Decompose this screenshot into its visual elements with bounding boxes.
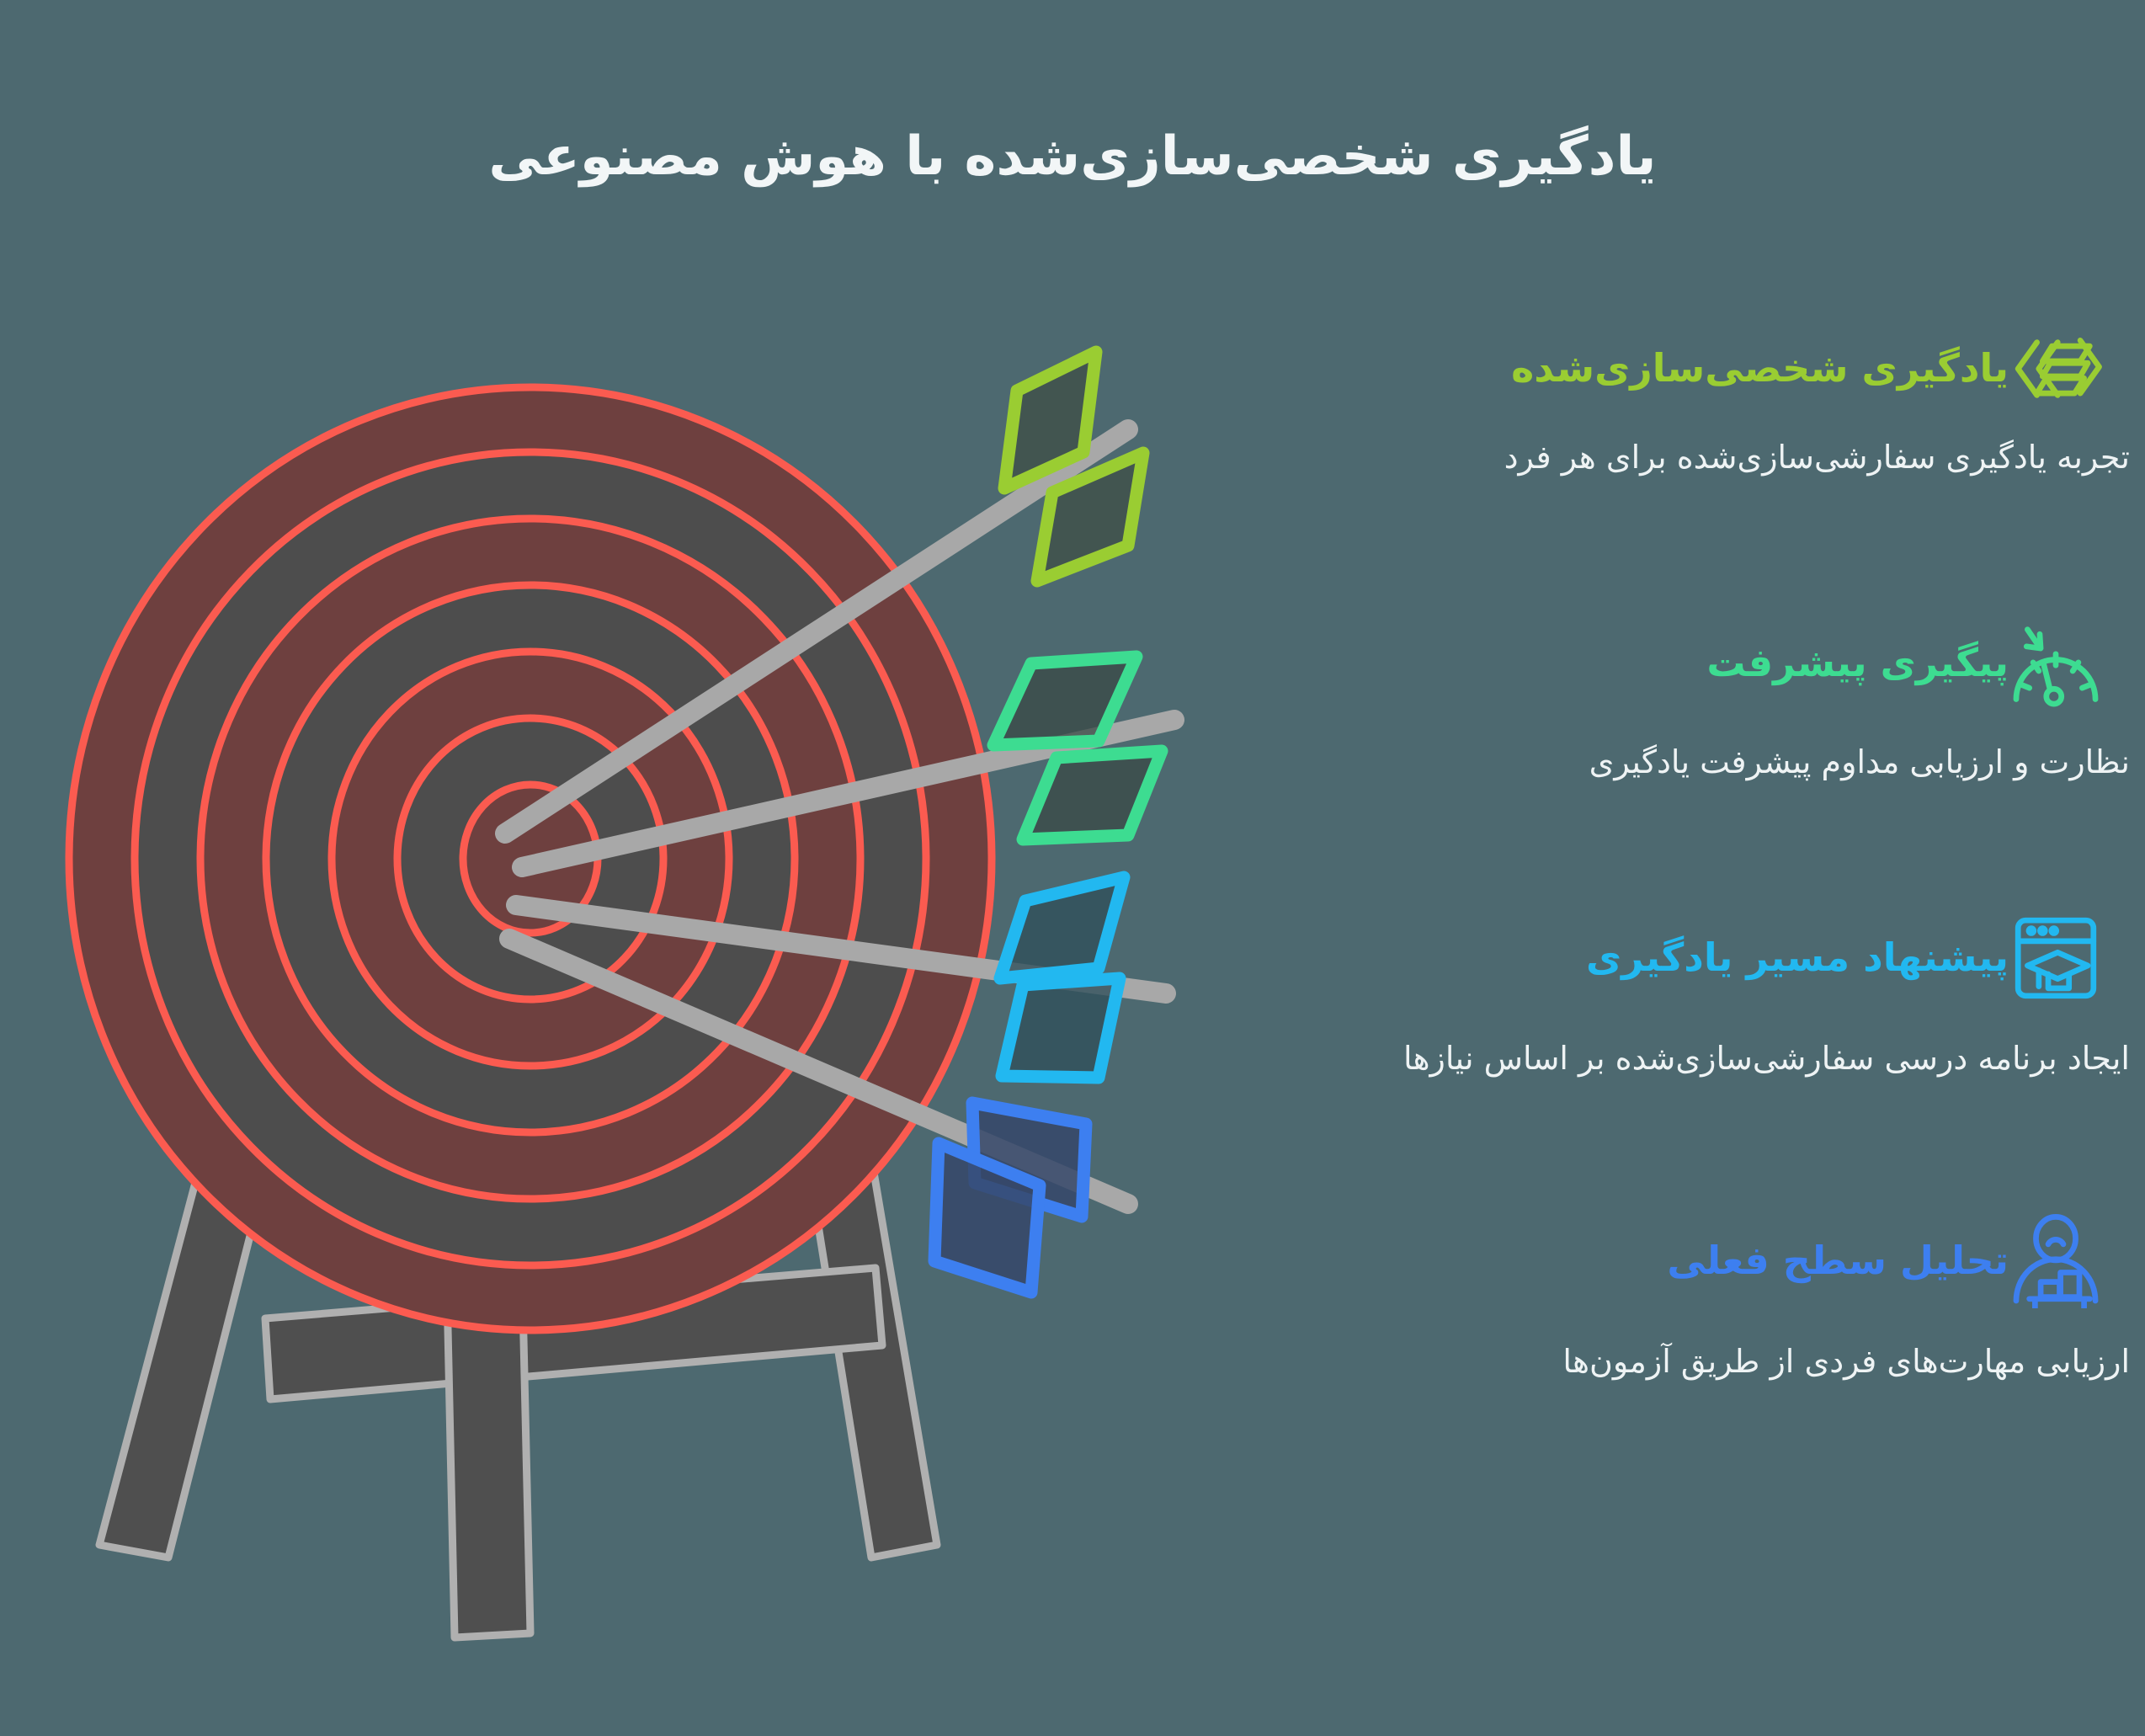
feature-description: نظارت و ارزیابی مداوم پیشرفت یادگیری <box>1589 743 2130 780</box>
arrow-progress-tracking <box>512 650 1184 877</box>
feature-description: ارزیابی مهارت‌های فردی از طریق آزمون‌ها <box>1562 1343 2130 1380</box>
feature-header: پیشنهاد مسیر یادگیری <box>1211 899 2130 1017</box>
browser-graduation-cap-icon <box>2009 911 2103 1005</box>
person-podium-icon <box>2009 1214 2103 1308</box>
feature-header: پیگیری پیشرفت <box>1211 604 2130 722</box>
feature-header: یادگیری شخصی‌سازی‌شده <box>1211 310 2130 428</box>
feature-list: یادگیری شخصی‌سازی‌شده تجربه یادگیری سفار… <box>1238 310 2130 1421</box>
feature-header: تحلیل سطح فعلی <box>1211 1202 2130 1320</box>
arrow-personalized-learning <box>495 345 1150 844</box>
archery-target-illustration <box>34 320 1229 1684</box>
feature-title: تحلیل سطح فعلی <box>1667 1238 2009 1284</box>
arrow-learning-path <box>506 871 1176 1084</box>
speedometer-icon <box>2009 616 2103 711</box>
feature-title: یادگیری شخصی‌سازی‌شده <box>1511 345 2009 391</box>
feature-title: پیشنهاد مسیر یادگیری <box>1585 935 2009 981</box>
layers-chevron-icon <box>2009 322 2103 416</box>
feature-title: پیگیری پیشرفت <box>1706 640 2009 686</box>
arrow-level-analysis <box>499 929 1138 1299</box>
feature-item-level-analysis[interactable]: تحلیل سطح فعلی ارزیابی مهارت‌های فردی از… <box>1238 1202 2130 1455</box>
feature-item-personalized-learning[interactable]: یادگیری شخصی‌سازی‌شده تجربه یادگیری سفار… <box>1238 310 2130 562</box>
feature-description: ایجاد برنامه درسی سفارشی‌سازی‌شده بر اسا… <box>1402 1040 2130 1077</box>
page-title: یادگیری شخصی‌سازی‌شده با هوش مصنوعی <box>488 125 1657 188</box>
feature-description: تجربه یادگیری سفارشی‌سازی‌شده برای هر فر… <box>1504 439 2130 476</box>
feature-item-learning-path[interactable]: پیشنهاد مسیر یادگیری ایجاد برنامه درسی س… <box>1238 899 2130 1152</box>
feature-item-progress-tracking[interactable]: پیگیری پیشرفت نظارت و ارزیابی مداوم پیشر… <box>1238 604 2130 857</box>
